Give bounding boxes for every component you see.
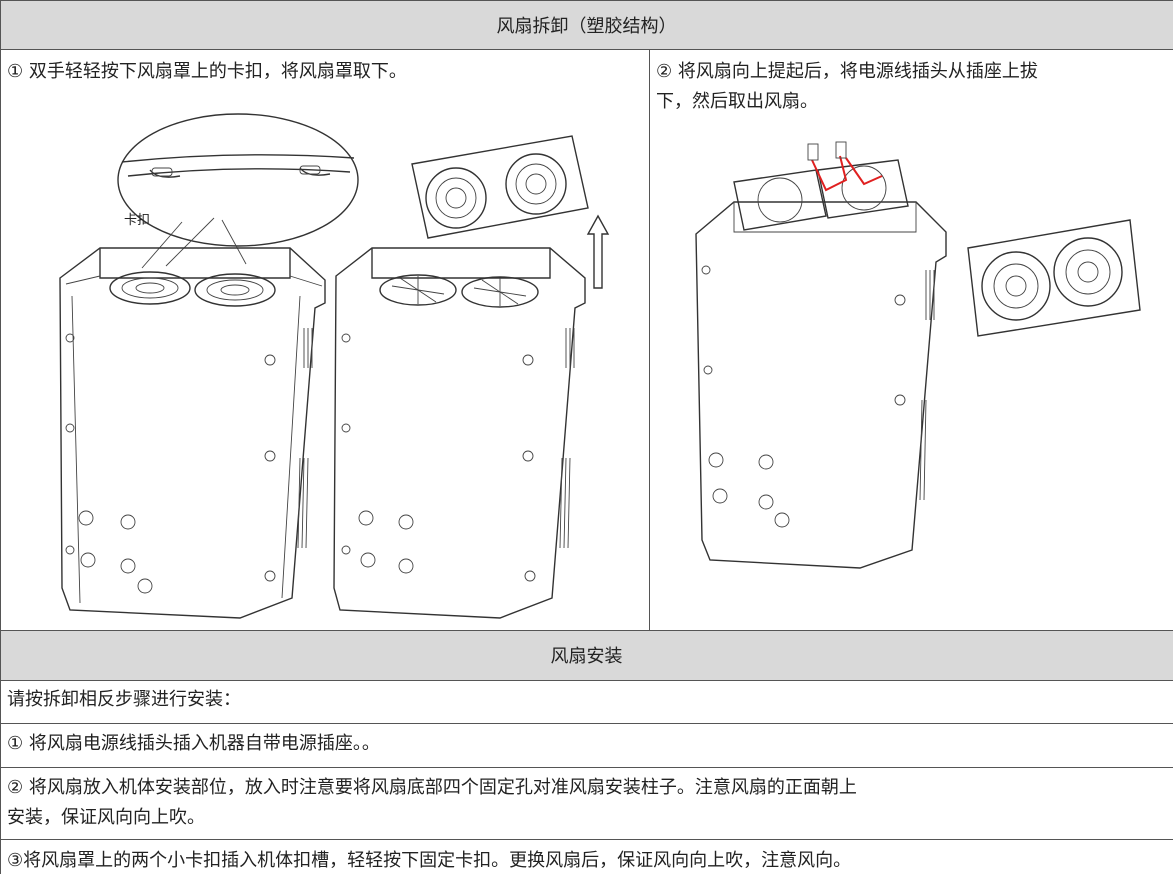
latch-detail-magnifier [117,113,359,247]
row-divider [0,680,1173,681]
fan-cover-removal-illustration: 卡扣 [59,113,610,619]
install-item-2-line-2: 安装，保证风向向上吹。 [7,807,205,828]
column-divider [649,49,650,630]
row-divider [0,49,1173,50]
removal-section-title: 风扇拆卸（塑胶结构） [496,15,677,37]
latch-callout-label: 卡扣 [124,213,150,228]
install-intro: 请按拆卸相反步骤进行安装： [7,689,241,710]
row-divider [0,839,1173,840]
removal-step-1-text: ① 双手轻轻按下风扇罩上的卡扣，将风扇罩取下。 [7,61,407,82]
inverter-fan-exposed [333,247,586,619]
inverter-fan-lifted [695,201,947,569]
removal-step-1: ① 双手轻轻按下风扇罩上的卡扣，将风扇罩取下。 [7,57,637,87]
removal-step-2-line-1: ② 将风扇向上提起后，将电源线插头从插座上拔 [656,61,1038,82]
inverter-with-fan-cover [59,247,326,619]
removal-section-header: 风扇拆卸（塑胶结构） [0,0,1173,49]
install-item-1: ① 将风扇电源线插头插入机器自带电源插座。。 [7,733,380,754]
install-section-header: 风扇安装 [0,630,1173,680]
row-divider [0,630,1173,631]
install-item-2-line-1: ② 将风扇放入机体安装部位，放入时注意要将风扇底部四个固定孔对准风扇安装柱子。注… [7,777,857,798]
lift-up-arrow [586,214,610,289]
removal-step-2-line-2: 下，然后取出风扇。 [656,91,818,112]
removed-fan-cover-2 [967,219,1141,337]
lifted-fans [733,141,909,231]
row-divider [0,723,1173,724]
row-divider [0,767,1173,768]
table-border-top [0,0,1173,1]
removed-fan-cover [411,135,589,239]
removal-step-2: ② 将风扇向上提起后，将电源线插头从插座上拔 下，然后取出风扇。 [656,57,1171,117]
table-border-left [0,0,1,874]
fan-unplug-illustration [695,141,1141,569]
install-item-3: ③将风扇罩上的两个小卡扣插入机体扣槽，轻轻按下固定卡扣。更换风扇后，保证风向向上… [7,850,852,871]
install-section-title: 风扇安装 [550,646,623,667]
